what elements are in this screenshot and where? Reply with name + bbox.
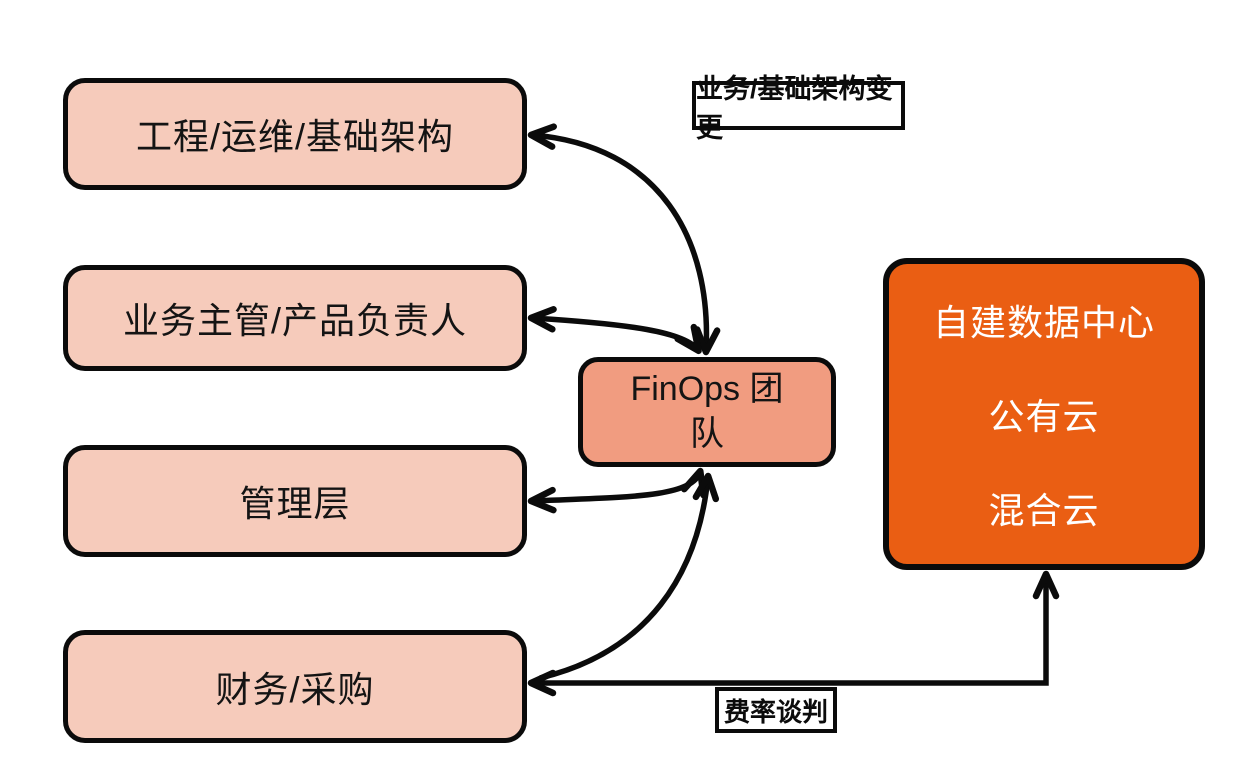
arrow-finance-cloud <box>527 570 1060 697</box>
node-engineering-ops-infra: 工程/运维/基础架构 <box>63 78 527 190</box>
arrow-business-finops <box>527 306 702 355</box>
node-label: FinOps 团队 <box>630 370 784 453</box>
cloud-line-hybrid-cloud: 混合云 <box>988 490 1100 531</box>
label-business-infra-change: 业务/基础架构变更 <box>692 74 905 143</box>
arrow-management-finops <box>527 467 707 514</box>
cloud-line-public-cloud: 公有云 <box>988 396 1100 437</box>
label-text: 费率谈判 <box>723 696 828 727</box>
cloud-line-datacenter: 自建数据中心 <box>932 302 1155 343</box>
label-text: 业务/基础架构变更 <box>696 73 893 143</box>
label-rate-negotiation: 费率谈判 <box>715 687 837 733</box>
node-business-product-owners: 业务主管/产品负责人 <box>63 265 527 371</box>
node-label: 工程/运维/基础架构 <box>135 116 454 157</box>
node-finops-team: FinOps 团队 <box>578 357 836 467</box>
arrow-engineering-finops <box>527 123 721 356</box>
node-management: 管理层 <box>63 445 527 557</box>
node-label: 业务主管/产品负责人 <box>122 300 467 341</box>
node-cloud-environments: 自建数据中心 公有云 混合云 <box>883 258 1205 570</box>
node-finance-procurement: 财务/采购 <box>63 630 527 743</box>
node-label: 管理层 <box>239 483 351 524</box>
node-label: 财务/采购 <box>215 668 375 710</box>
arrow-finance-finops <box>539 472 720 681</box>
